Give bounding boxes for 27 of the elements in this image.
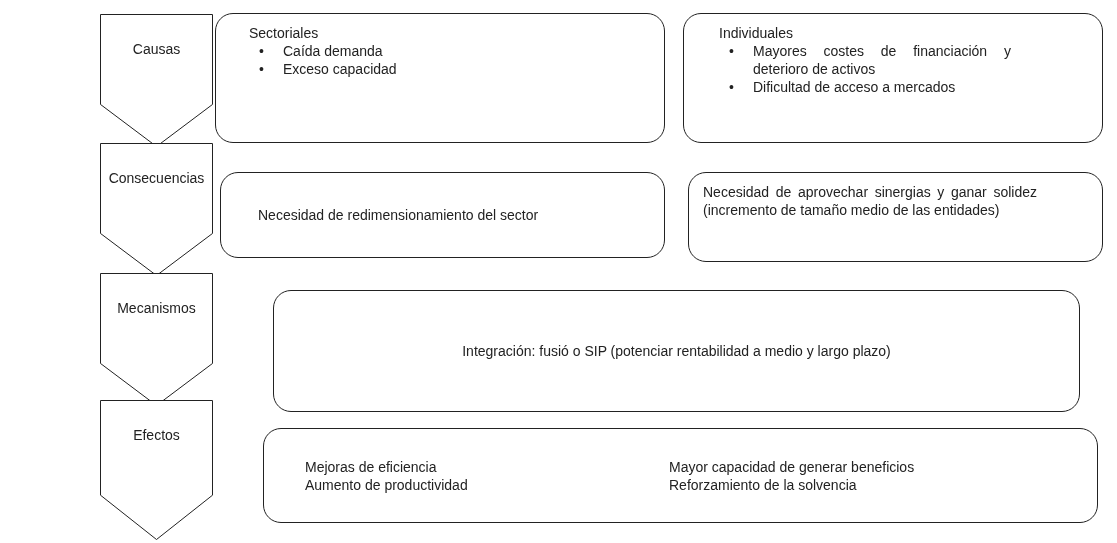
effect-text: Aumento de productividad <box>305 475 469 494</box>
stage-label: Efectos <box>132 426 181 445</box>
bullet-item: Mayores costes de financiación y deterioro de activos <box>753 42 1011 78</box>
stage-label: Causas <box>131 40 182 59</box>
bullet-item: Dificultad de acceso a mercados <box>753 78 957 96</box>
effect-text: Reforzamiento de la solvencia <box>669 475 858 494</box>
bullet-mark: • <box>729 78 735 96</box>
stage-label: Mecanismos <box>116 299 197 318</box>
rounded-box <box>683 13 1103 143</box>
bullet-mark: • <box>259 42 265 60</box>
box-text: Necesidad de redimensionamiento del sector <box>258 206 540 224</box>
effect-text: Mejoras de eficiencia <box>305 457 438 476</box>
effect-text: Mayor capacidad de generar beneficios <box>669 457 915 476</box>
bullet-mark: • <box>259 60 265 78</box>
box-text: Necesidad de aprovechar sinergias y ganar solidez (incremento de tamaño medio de las entidades) <box>703 183 1037 219</box>
stage-label: Consecuencias <box>107 169 206 188</box>
box-text: Integración: fusió o SIP (potenciar rentabilidad a medio y largo plazo) <box>462 342 891 360</box>
rounded-box <box>273 290 1080 412</box>
group-heading: Sectoriales <box>249 24 320 42</box>
rounded-box <box>220 172 665 258</box>
bullet-item: Exceso capacidad <box>283 60 397 78</box>
bullet-mark: • <box>729 42 735 61</box>
bullet-item: Caída demanda <box>283 42 383 60</box>
group-heading: Individuales <box>719 24 794 42</box>
rounded-box <box>215 13 665 143</box>
rounded-box <box>263 428 1098 523</box>
rounded-box <box>688 172 1103 262</box>
